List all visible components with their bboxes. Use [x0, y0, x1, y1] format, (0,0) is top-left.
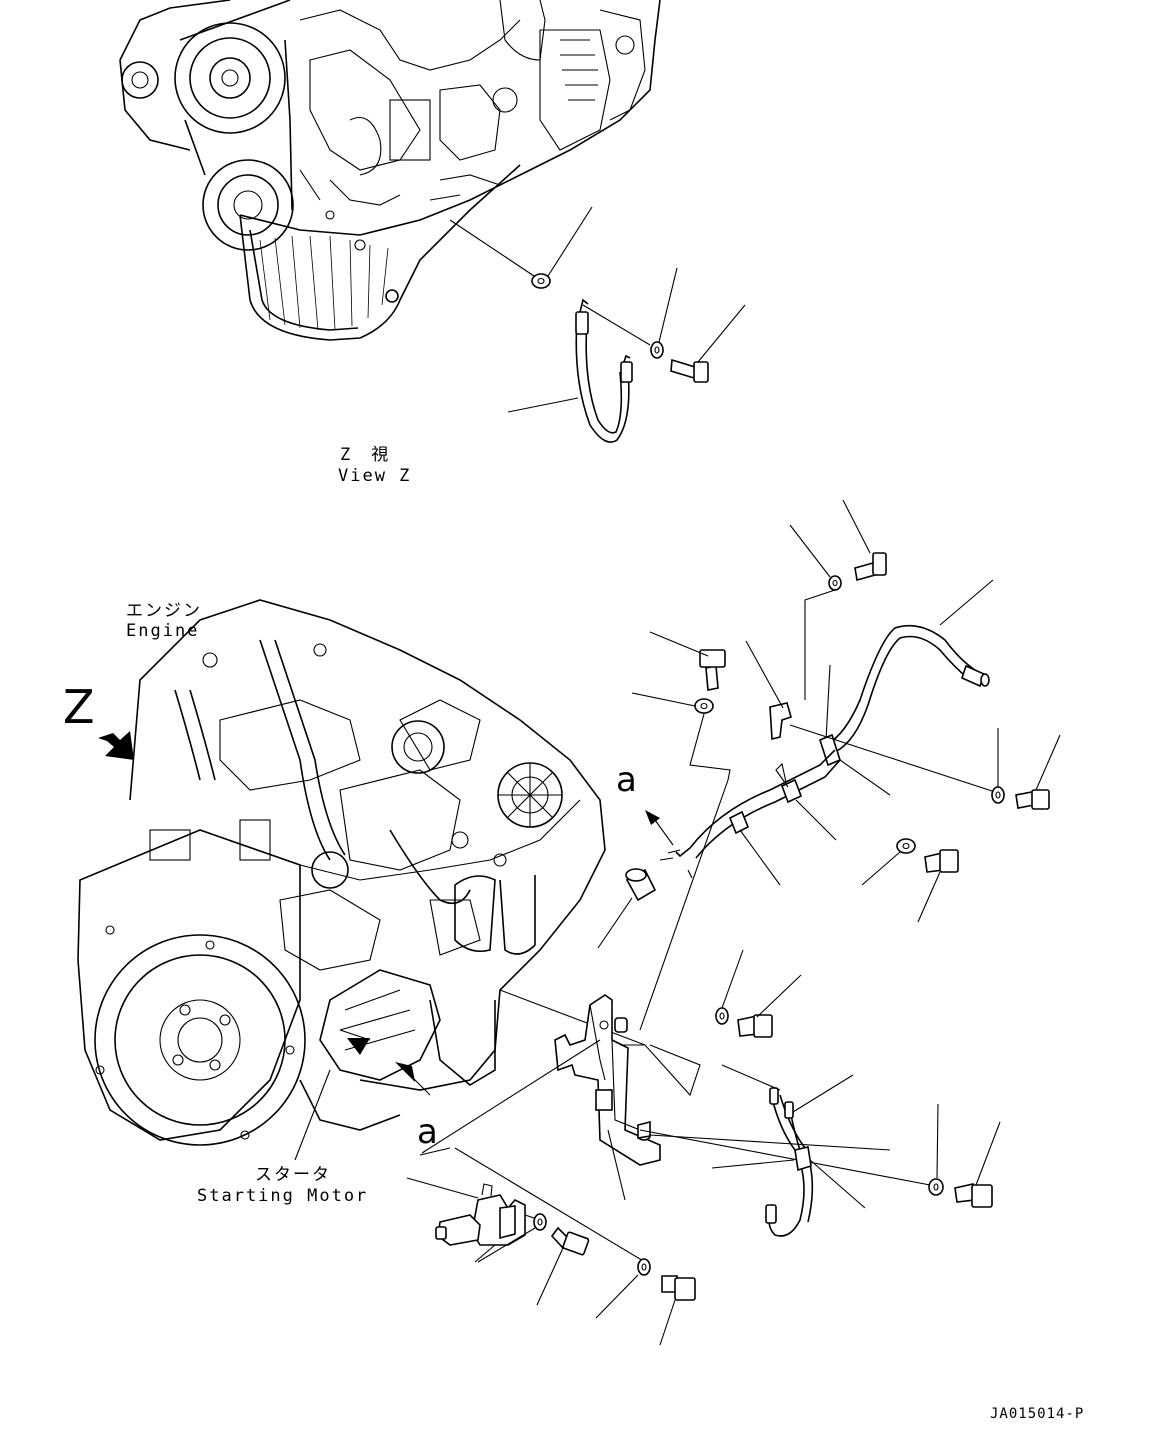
direction-arrow-icon — [339, 1029, 431, 1096]
relay-assembly — [406, 1039, 696, 1346]
reference-marker-a-upper: a — [616, 760, 637, 800]
engine-label-jp: エンジン — [126, 601, 202, 621]
view-z-marker: Z — [63, 680, 95, 734]
view-direction-arrow-icon — [98, 731, 134, 760]
harness-assembly — [597, 499, 1061, 1031]
starter-label-en: Starting Motor — [197, 1186, 369, 1206]
engine-view-z-illustration — [119, 0, 661, 341]
view-z-ground-parts — [507, 206, 746, 443]
sub-harness — [711, 1064, 1001, 1237]
view-z-title-jp: Z 視 — [340, 445, 391, 465]
starter-label-jp: スタータ — [255, 1165, 331, 1185]
drawing-code: JA015014-P — [990, 1406, 1085, 1422]
engine-label-en: Engine — [126, 621, 200, 641]
bracket-assembly — [554, 949, 931, 1201]
engine-illustration — [77, 599, 646, 1161]
reference-marker-a-lower: a — [417, 1112, 438, 1152]
view-z-title-en: View Z — [338, 466, 412, 486]
